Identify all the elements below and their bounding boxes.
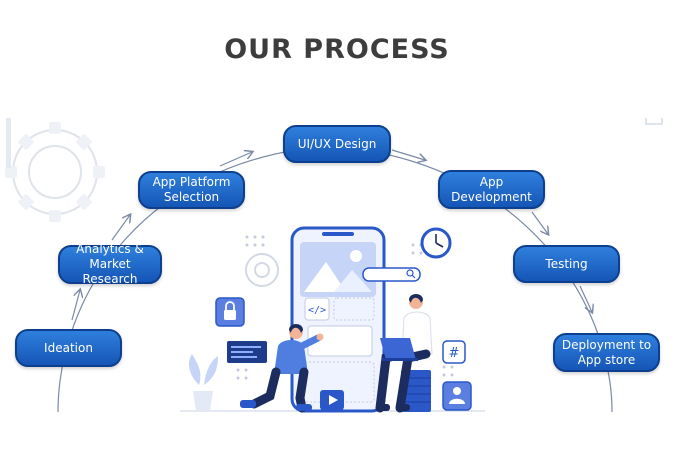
search-bar — [362, 267, 421, 282]
arrow-4 — [391, 149, 425, 160]
step-label: Testing — [545, 256, 588, 271]
step-app-platform-selection: App Platform Selection — [138, 171, 245, 209]
play-icon — [320, 390, 344, 410]
step-label: Analytics & Market Research — [76, 242, 144, 286]
person-kneeling-figure — [240, 324, 324, 413]
arrow-3 — [219, 152, 252, 167]
step-deployment-to-app-store: Deployment to App store — [553, 333, 660, 372]
small-gear-icon — [245, 253, 279, 287]
step-label: Ideation — [44, 340, 93, 355]
user-icon — [442, 381, 472, 411]
plant-icon — [188, 354, 218, 411]
arrow-5 — [531, 211, 548, 234]
step-label: App Development — [451, 174, 532, 204]
hashtag-icon: # — [442, 340, 466, 364]
page-title: OUR PROCESS — [224, 34, 450, 65]
step-testing: Testing — [513, 245, 620, 283]
step-label: App Platform Selection — [152, 175, 231, 204]
clock-icon — [420, 227, 452, 259]
svg-text:#: # — [449, 346, 460, 361]
lock-icon — [215, 297, 245, 327]
code-window-icon — [227, 341, 267, 363]
step-label: Deployment to App store — [561, 337, 652, 367]
step-ideation: Ideation — [15, 329, 122, 367]
step-app-development: App Development — [438, 170, 545, 209]
step-label: UI/UX Design — [297, 136, 377, 151]
arrow-6 — [579, 285, 592, 312]
phone-mockup: </> — [290, 226, 386, 413]
arrow-2 — [111, 215, 130, 241]
person-with-laptop-figure — [375, 294, 433, 413]
svg-text:</>: </> — [308, 305, 326, 316]
arrow-1 — [71, 290, 80, 321]
step-analytics-market-research: Analytics & Market Research — [58, 242, 162, 286]
step-ui-ux-design: UI/UX Design — [283, 125, 391, 163]
